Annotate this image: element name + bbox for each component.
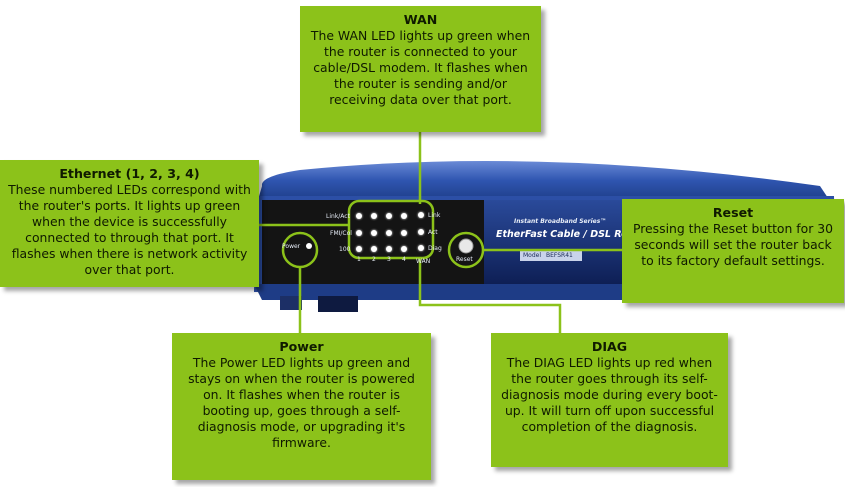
led-port2-link [371,213,377,219]
led-port1-100 [356,246,362,252]
callout-power-text: The Power LED lights up green and stays … [188,355,415,450]
callout-wan-title: WAN [403,12,438,27]
callout-reset: Reset Pressing the Reset button for 30 s… [622,199,844,303]
port-number-2: 2 [372,256,376,263]
port-number-1: 1 [357,256,361,263]
led-port3-link [386,213,392,219]
callout-power: Power The Power LED lights up green and … [172,333,431,480]
led-wan-link [418,212,424,218]
callout-ethernet: Ethernet (1, 2, 3, 4) These numbered LED… [0,160,259,287]
wan-label: WAN [416,258,431,265]
router-top-shell [258,161,828,200]
callout-diag-text: The DIAG LED lights up red when the rout… [501,355,718,434]
row-label-100: 100 [339,246,351,253]
port-number-3: 3 [387,256,391,263]
power-label: Power [282,243,301,250]
led-port1-link [356,213,362,219]
router-foot-left [280,296,302,310]
series-label: Instant Broadband Series™ [514,218,607,225]
led-port3-col [386,230,392,236]
product-name: EtherFast Cable / DSL Router [496,229,651,240]
router-foot-right [318,296,358,312]
reset-label: Reset [456,256,473,263]
model-number: BEFSR41 [546,252,573,259]
reset-button [458,238,474,254]
row-label-link-act: Link/Act [326,213,350,220]
callout-power-title: Power [279,339,324,354]
led-port2-100 [371,246,377,252]
port-number-4: 4 [402,256,406,263]
led-port2-col [371,230,377,236]
led-port4-100 [401,246,407,252]
callout-wan: WAN The WAN LED lights up green when the… [300,6,541,132]
led-port4-col [401,230,407,236]
model-badge [520,251,582,261]
wan-led-label-diag: Diag [428,245,442,252]
led-port3-100 [386,246,392,252]
callout-diag-title: DIAG [591,339,628,354]
callout-ethernet-text: These numbered LEDs correspond with the … [8,182,251,277]
led-wan-act [418,229,424,235]
led-diag [418,245,424,251]
callout-wan-text: The WAN LED lights up green when the rou… [310,28,531,107]
wan-led-label-act: Act [428,229,438,236]
power-led [306,243,312,249]
model-label: Model [523,252,542,259]
callout-ethernet-title: Ethernet (1, 2, 3, 4) [59,166,200,181]
callout-diag: DIAG The DIAG LED lights up red when the… [491,333,728,467]
leader-diag [418,258,562,333]
led-port1-col [356,230,362,236]
callout-reset-text: Pressing the Reset button for 30 seconds… [632,221,834,268]
wan-led-label-link: Link [428,212,441,219]
callout-reset-title: Reset [712,205,754,220]
led-port4-link [401,213,407,219]
led-group-outline [347,199,435,260]
row-label-fmi-col: FMI/Col [330,230,352,237]
